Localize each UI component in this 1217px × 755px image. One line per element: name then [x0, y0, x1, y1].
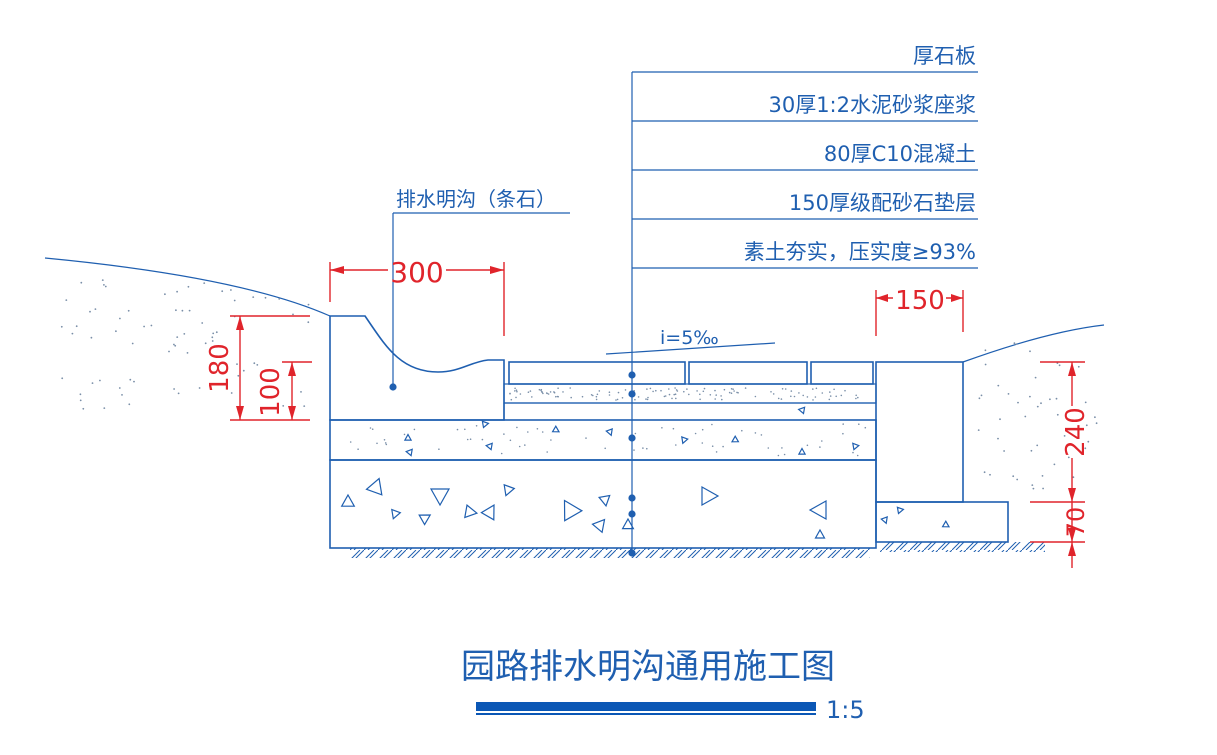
ground-texture-right [977, 342, 1098, 490]
slope-label: i=5‰ [660, 327, 719, 349]
slope-line [605, 342, 776, 355]
soil-hatch-left [350, 548, 870, 558]
title-bar-thin [476, 713, 816, 715]
layer-label-3: 80厚C10混凝土 [824, 142, 976, 166]
drain-leader-dot [389, 383, 397, 391]
svg-text:240: 240 [1061, 407, 1091, 457]
layer-label-5: 素土夯实，压实度≥93% [744, 240, 976, 264]
dimension-300: 300 [329, 256, 505, 336]
paving-slabs [508, 361, 874, 385]
ground-right-curve [962, 324, 1105, 363]
gravel-layer [329, 459, 877, 549]
dimension-100: 100 [256, 361, 312, 420]
ground-texture-left [60, 279, 310, 410]
drawing-scale: 1:5 [826, 696, 865, 724]
curb-base [875, 501, 1009, 543]
mortar-layer [503, 383, 877, 404]
dimension-70: 70 [1030, 502, 1090, 568]
svg-text:150: 150 [895, 286, 945, 316]
drain-stone [329, 315, 505, 421]
svg-text:300: 300 [390, 256, 443, 289]
leader-dots [628, 371, 636, 557]
curb-stone [875, 361, 964, 503]
drawing-title: 园路排水明沟通用施工图 [461, 647, 835, 687]
dimension-180: 180 [205, 315, 310, 421]
dimension-150: 150 [875, 286, 964, 336]
title-bar-thick [476, 702, 816, 711]
layer-label-4: 150厚级配砂石垫层 [789, 191, 976, 215]
soil-hatch-right [880, 542, 1045, 552]
svg-text:70: 70 [1062, 507, 1090, 538]
leader-horizontals [632, 71, 978, 269]
dimension-240: 240 [1030, 361, 1091, 503]
svg-text:180: 180 [205, 343, 235, 393]
layer-label-2: 30厚1:2水泥砂浆座浆 [768, 93, 976, 117]
layer-label-1: 厚石板 [913, 44, 976, 68]
aggregate-texture [340, 387, 951, 539]
svg-text:100: 100 [256, 367, 286, 417]
drain-label: 排水明沟（条石） [396, 187, 556, 211]
ground-left-curve [44, 257, 331, 317]
